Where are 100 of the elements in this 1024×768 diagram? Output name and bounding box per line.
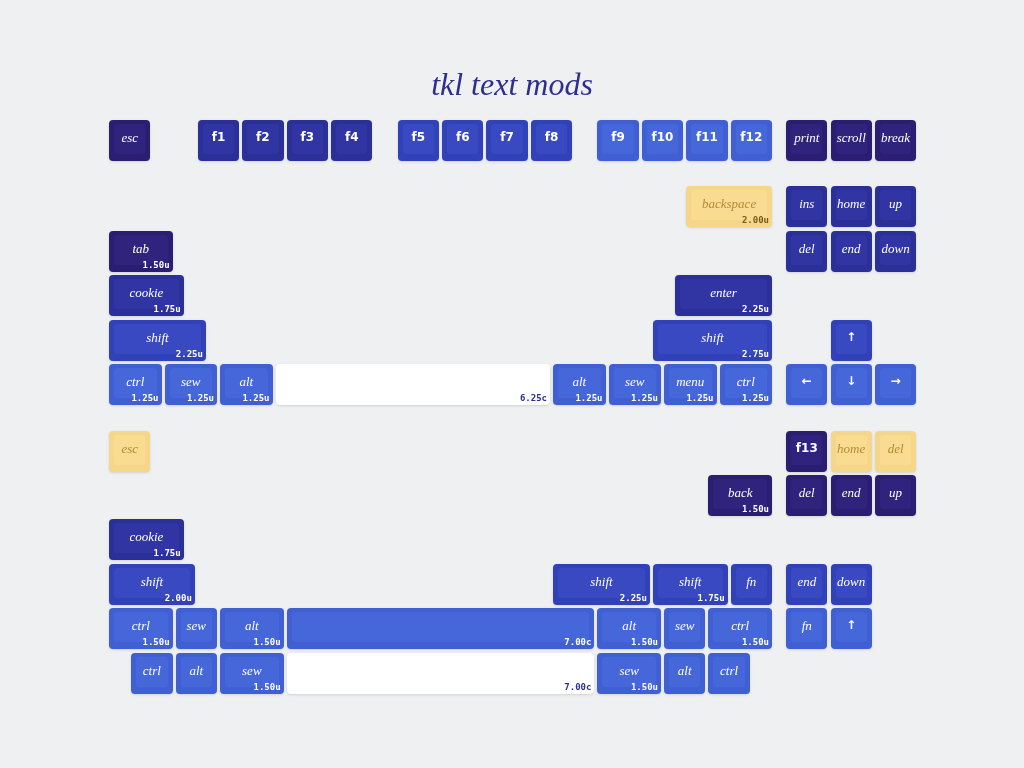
key-legend: shift <box>109 575 195 588</box>
size-label: 1.50u <box>741 638 769 647</box>
key-legend: f10 <box>641 131 684 143</box>
keycap <box>109 120 151 161</box>
keycap <box>786 431 828 472</box>
key-legend: sew <box>164 375 217 388</box>
keycap <box>786 186 828 227</box>
keycap <box>109 431 151 472</box>
keycap <box>553 364 606 405</box>
key-legend: f11 <box>686 131 728 143</box>
key-legend: f8 <box>530 131 573 143</box>
key-legend: alt <box>553 375 606 388</box>
key-legend: ctrl <box>708 619 772 632</box>
size-label: 1.25u <box>242 394 270 403</box>
key-legend: f3 <box>286 131 328 143</box>
keycap <box>786 231 828 272</box>
key-legend: enter <box>675 286 772 299</box>
size-label: 1.25u <box>131 394 159 403</box>
keycap <box>164 364 217 405</box>
size-label: 1.25u <box>741 394 769 403</box>
keycap <box>442 120 484 161</box>
key-legend: ← <box>786 375 828 387</box>
key-legend: ctrl <box>109 619 173 632</box>
key-legend: f4 <box>331 131 373 143</box>
keycap <box>786 475 828 516</box>
key-legend: ctrl <box>109 375 162 388</box>
size-label: 1.75u <box>697 594 725 603</box>
keycap <box>175 608 217 649</box>
key-legend: ctrl <box>719 375 772 388</box>
keycap <box>109 519 184 560</box>
key-legend: shift <box>553 575 650 588</box>
key-legend: f2 <box>242 131 284 143</box>
keycap <box>220 364 273 405</box>
key-legend: cookie <box>109 286 184 299</box>
spacebar-key <box>275 364 550 405</box>
keycap <box>730 120 772 161</box>
key-legend: f13 <box>786 442 828 454</box>
key-legend: alt <box>220 375 273 388</box>
key-legend: del <box>874 442 917 455</box>
size-label: 7.00c <box>564 638 592 647</box>
key-legend: sew <box>220 664 284 677</box>
keycap <box>664 364 717 405</box>
key-legend: ↑ <box>830 331 872 343</box>
size-label: 1.25u <box>575 394 603 403</box>
keycap <box>830 186 872 227</box>
key-legend: f1 <box>197 131 240 143</box>
keycap <box>830 320 872 361</box>
key-legend: sew <box>175 619 217 632</box>
key-legend: ctrl <box>131 664 173 677</box>
key-legend: end <box>786 575 828 588</box>
key-legend: break <box>874 131 917 144</box>
keycap <box>397 120 439 161</box>
key-legend: down <box>830 575 872 588</box>
key-legend: fn <box>786 619 828 632</box>
keycap <box>830 431 872 472</box>
keycap <box>830 231 872 272</box>
title: tkl text mods <box>431 68 593 100</box>
key-legend: home <box>830 442 872 455</box>
key-legend: → <box>874 375 917 387</box>
keycap <box>874 475 917 516</box>
size-label: 2.00u <box>164 594 192 603</box>
keycap <box>786 564 828 605</box>
key-legend: f7 <box>486 131 528 143</box>
keycap <box>730 564 772 605</box>
keycap <box>686 120 728 161</box>
keycap <box>331 120 373 161</box>
keycap <box>675 275 772 316</box>
keycap <box>220 608 284 649</box>
key-legend: up <box>874 197 917 210</box>
keycap <box>786 120 828 161</box>
keycap <box>109 564 195 605</box>
keycap <box>830 475 872 516</box>
size-label: 1.25u <box>686 394 714 403</box>
keycap <box>597 653 661 694</box>
keycap <box>830 564 872 605</box>
size-label: 1.25u <box>630 394 658 403</box>
size-label: 2.00u <box>741 216 769 225</box>
keycap <box>652 564 728 605</box>
keycap <box>874 231 917 272</box>
size-label: 1.50u <box>630 683 658 692</box>
size-label: 1.25u <box>186 394 214 403</box>
keycap <box>708 608 772 649</box>
keycap <box>719 364 772 405</box>
key-legend: menu <box>664 375 717 388</box>
size-label: 1.50u <box>741 505 769 514</box>
keycap <box>874 364 917 405</box>
key-legend: shift <box>652 575 728 588</box>
keycap <box>597 120 639 161</box>
keycap <box>786 608 828 649</box>
keycap <box>109 364 162 405</box>
key-legend: fn <box>730 575 772 588</box>
size-label: 1.50u <box>253 638 281 647</box>
keycap <box>109 320 206 361</box>
key-legend: del <box>786 242 828 255</box>
key-legend: backspace <box>686 197 772 210</box>
size-label: 2.25u <box>175 350 203 359</box>
keycap <box>664 653 706 694</box>
keycap <box>109 275 184 316</box>
size-label: 2.25u <box>741 305 769 314</box>
key-legend: ↓ <box>830 375 872 387</box>
